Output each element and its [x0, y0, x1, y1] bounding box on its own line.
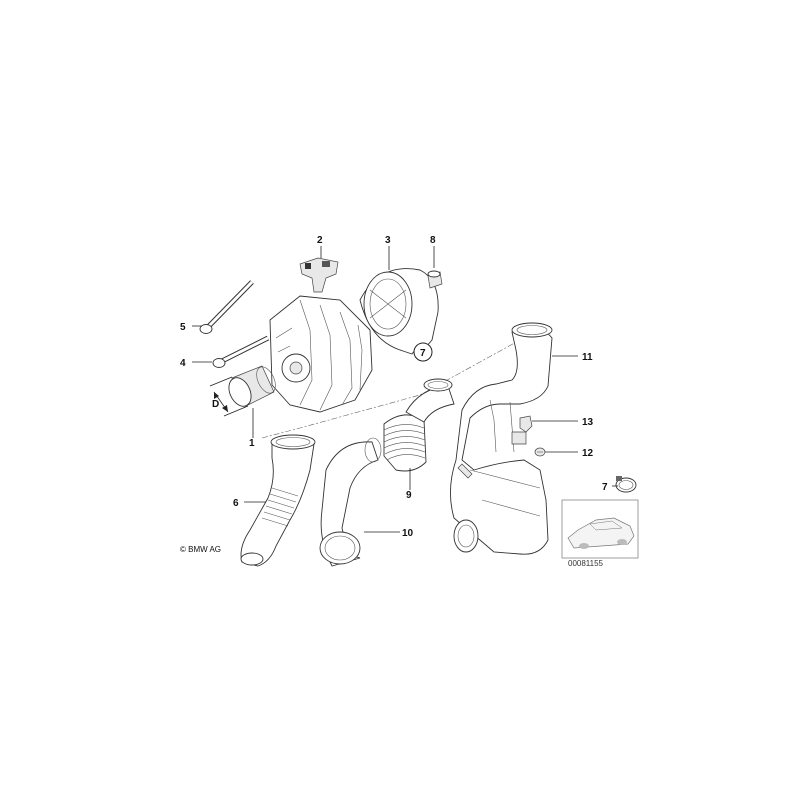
- screw[interactable]: [534, 447, 546, 457]
- alternator: [269, 295, 373, 413]
- grommet[interactable]: [427, 270, 443, 289]
- copyright-text: © BMW AG: [180, 545, 221, 554]
- label-part-7-circled: 7: [420, 348, 426, 359]
- dimension-d: [209, 376, 249, 417]
- reference-code: 00081155: [568, 559, 604, 568]
- label-part-3: 3: [385, 235, 391, 246]
- bellows[interactable]: [383, 378, 455, 472]
- label-part-5: 5: [180, 322, 186, 333]
- adapter-sleeve[interactable]: [225, 364, 280, 410]
- air-hose-corrugated[interactable]: [240, 434, 316, 567]
- voltage-regulator[interactable]: [299, 257, 339, 293]
- dimension-label: D: [212, 399, 219, 410]
- air-duct[interactable]: [450, 322, 553, 555]
- bolt-short[interactable]: [212, 335, 270, 368]
- vehicle-thumbnail: [561, 499, 639, 559]
- label-part-7: 7: [602, 482, 608, 493]
- bolt-long[interactable]: [199, 280, 254, 334]
- label-part-4: 4: [180, 358, 186, 369]
- fan-cover[interactable]: [359, 268, 439, 355]
- hose-clamp[interactable]: [615, 476, 637, 493]
- label-part-12: 12: [582, 448, 594, 459]
- clip[interactable]: [519, 415, 533, 433]
- air-hose-smooth[interactable]: [319, 437, 382, 567]
- label-part-9: 9: [406, 490, 412, 501]
- circled-label-7: 7: [413, 342, 433, 362]
- label-part-11: 11: [582, 352, 593, 363]
- leader-lines: [192, 246, 618, 533]
- label-part-1: 1: [249, 438, 255, 449]
- label-part-8: 8: [430, 235, 436, 246]
- label-part-6: 6: [233, 498, 239, 509]
- label-part-2: 2: [317, 235, 323, 246]
- label-part-13: 13: [582, 417, 594, 428]
- label-part-10: 10: [402, 528, 414, 539]
- assembly-centerline: [261, 339, 521, 439]
